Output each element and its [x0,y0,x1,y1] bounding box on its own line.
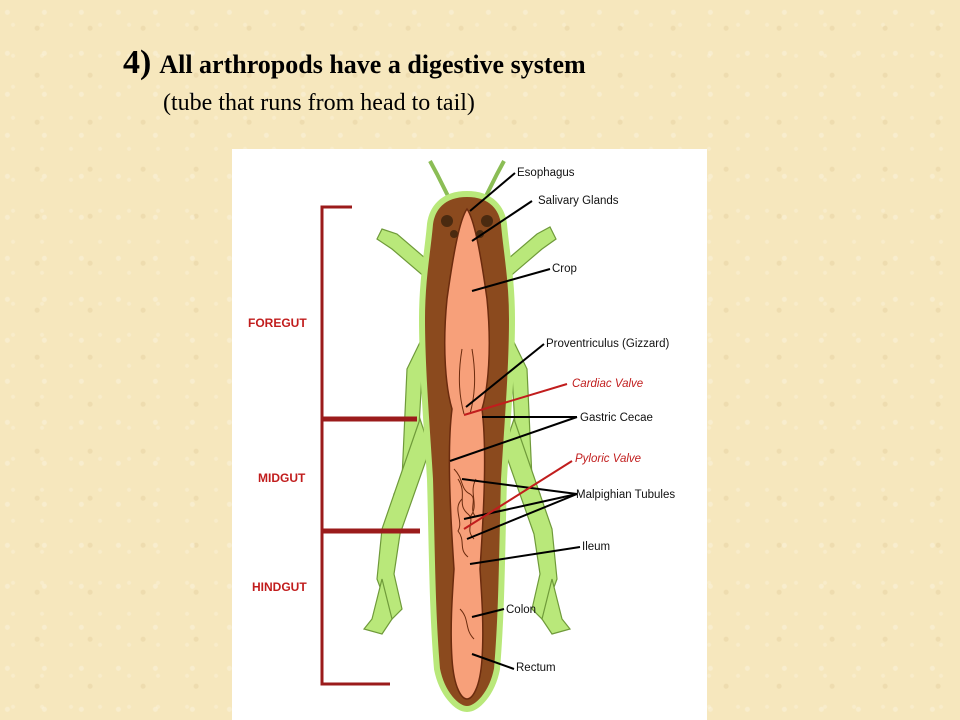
insect-legs [362,226,572,635]
gut-tube [444,207,490,700]
section-brackets [320,205,390,686]
diagram-canvas: FOREGUT MIDGUT HINDGUT Esophagus Salivar… [248,160,675,713]
label-esophagus: Esophagus [517,167,575,179]
grasshopper-digestive-diagram: FOREGUT MIDGUT HINDGUT Esophagus Salivar… [232,149,707,720]
hindgut-label: HINDGUT [252,580,307,594]
midgut-label: MIDGUT [258,471,306,485]
label-colon: Colon [506,604,536,616]
label-rectum: Rectum [516,662,556,674]
leader-lines [449,172,581,670]
foregut-label: FOREGUT [248,316,307,330]
label-gastric-cecae: Gastric Cecae [580,412,653,424]
gut-details [453,348,477,640]
slide-title-text: All arthropods have a digestive system [159,50,586,79]
section-divider-bars [322,416,420,534]
slide-title: 4)All arthropods have a digestive system [123,44,586,82]
label-malpighian-tubules: Malpighian Tubules [576,489,675,501]
label-salivary-glands: Salivary Glands [538,195,619,207]
label-cardiac-valve: Cardiac Valve [572,378,643,390]
insect-antennae [428,160,506,205]
label-crop: Crop [552,263,577,275]
label-ileum: Ileum [582,541,610,553]
slide-subtitle: (tube that runs from head to tail) [163,90,475,116]
red-leader-lines [463,383,573,530]
label-proventriculus: Proventriculus (Gizzard) [546,338,670,350]
slide-number: 4) [123,44,152,81]
label-pyloric-valve: Pyloric Valve [575,453,641,465]
